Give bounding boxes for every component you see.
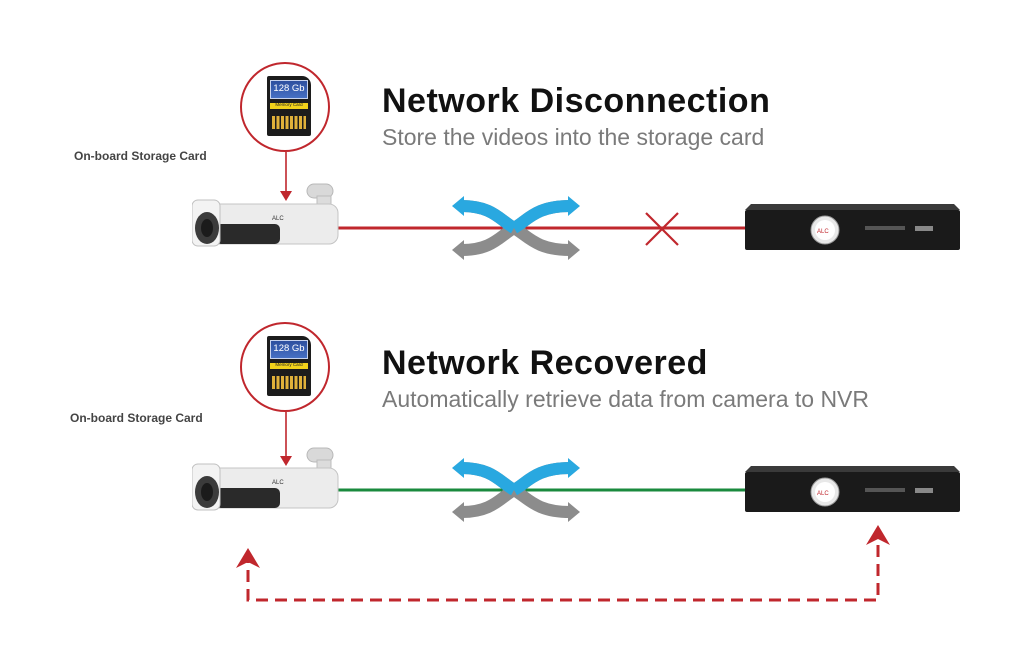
storage-card-circle: 128 Gb Memory Card bbox=[240, 322, 330, 412]
panel2-connections bbox=[236, 412, 890, 602]
retrieve-arrowhead-camera bbox=[236, 548, 260, 568]
nvr-brand: ALC bbox=[817, 229, 829, 235]
camera-brand: ALC bbox=[272, 480, 284, 486]
retrieve-data-path bbox=[246, 545, 880, 602]
card-band-label: Memory Card bbox=[275, 362, 303, 367]
card-capacity: 128 Gb bbox=[273, 83, 305, 94]
camera-brand: ALC bbox=[272, 216, 284, 222]
network-switch-icon bbox=[452, 196, 580, 260]
storage-card-label: On-board Storage Card bbox=[74, 149, 207, 163]
panel-subtitle: Store the videos into the storage card bbox=[382, 124, 765, 150]
sd-card-icon: 128 Gb Memory Card bbox=[267, 76, 311, 136]
panel1-connections bbox=[280, 152, 750, 230]
storage-card-circle: 128 Gb Memory Card bbox=[240, 62, 330, 152]
network-switch-icon bbox=[452, 458, 580, 522]
sd-card-pins bbox=[272, 376, 306, 389]
retrieve-arrowhead-nvr bbox=[866, 525, 890, 545]
nvr-recorder-icon: ALC bbox=[745, 466, 960, 512]
nvr-recorder-icon: ALC bbox=[745, 204, 960, 250]
panel-network-recovered: 128 Gb Memory Card On-board Storage Card… bbox=[0, 300, 1024, 645]
card-to-camera-arrowhead bbox=[280, 191, 292, 201]
panel-title: Network Recovered bbox=[382, 344, 708, 382]
card-capacity: 128 Gb bbox=[273, 343, 305, 354]
bullet-camera-icon: ALC bbox=[192, 183, 339, 247]
sd-card-pins bbox=[272, 116, 306, 129]
panel-subtitle: Automatically retrieve data from camera … bbox=[382, 386, 870, 412]
panel-title: Network Disconnection bbox=[382, 82, 771, 120]
bullet-camera-icon: ALC bbox=[192, 447, 339, 511]
sd-card-icon: 128 Gb Memory Card bbox=[267, 336, 311, 396]
panel-network-disconnection: 128 Gb Memory Card On-board Storage Card… bbox=[0, 0, 1024, 300]
nvr-brand: ALC bbox=[817, 491, 829, 497]
disconnect-x-icon bbox=[645, 212, 679, 246]
card-to-camera-arrowhead bbox=[280, 456, 292, 466]
storage-card-label: On-board Storage Card bbox=[70, 411, 203, 425]
card-band-label: Memory Card bbox=[275, 102, 303, 107]
